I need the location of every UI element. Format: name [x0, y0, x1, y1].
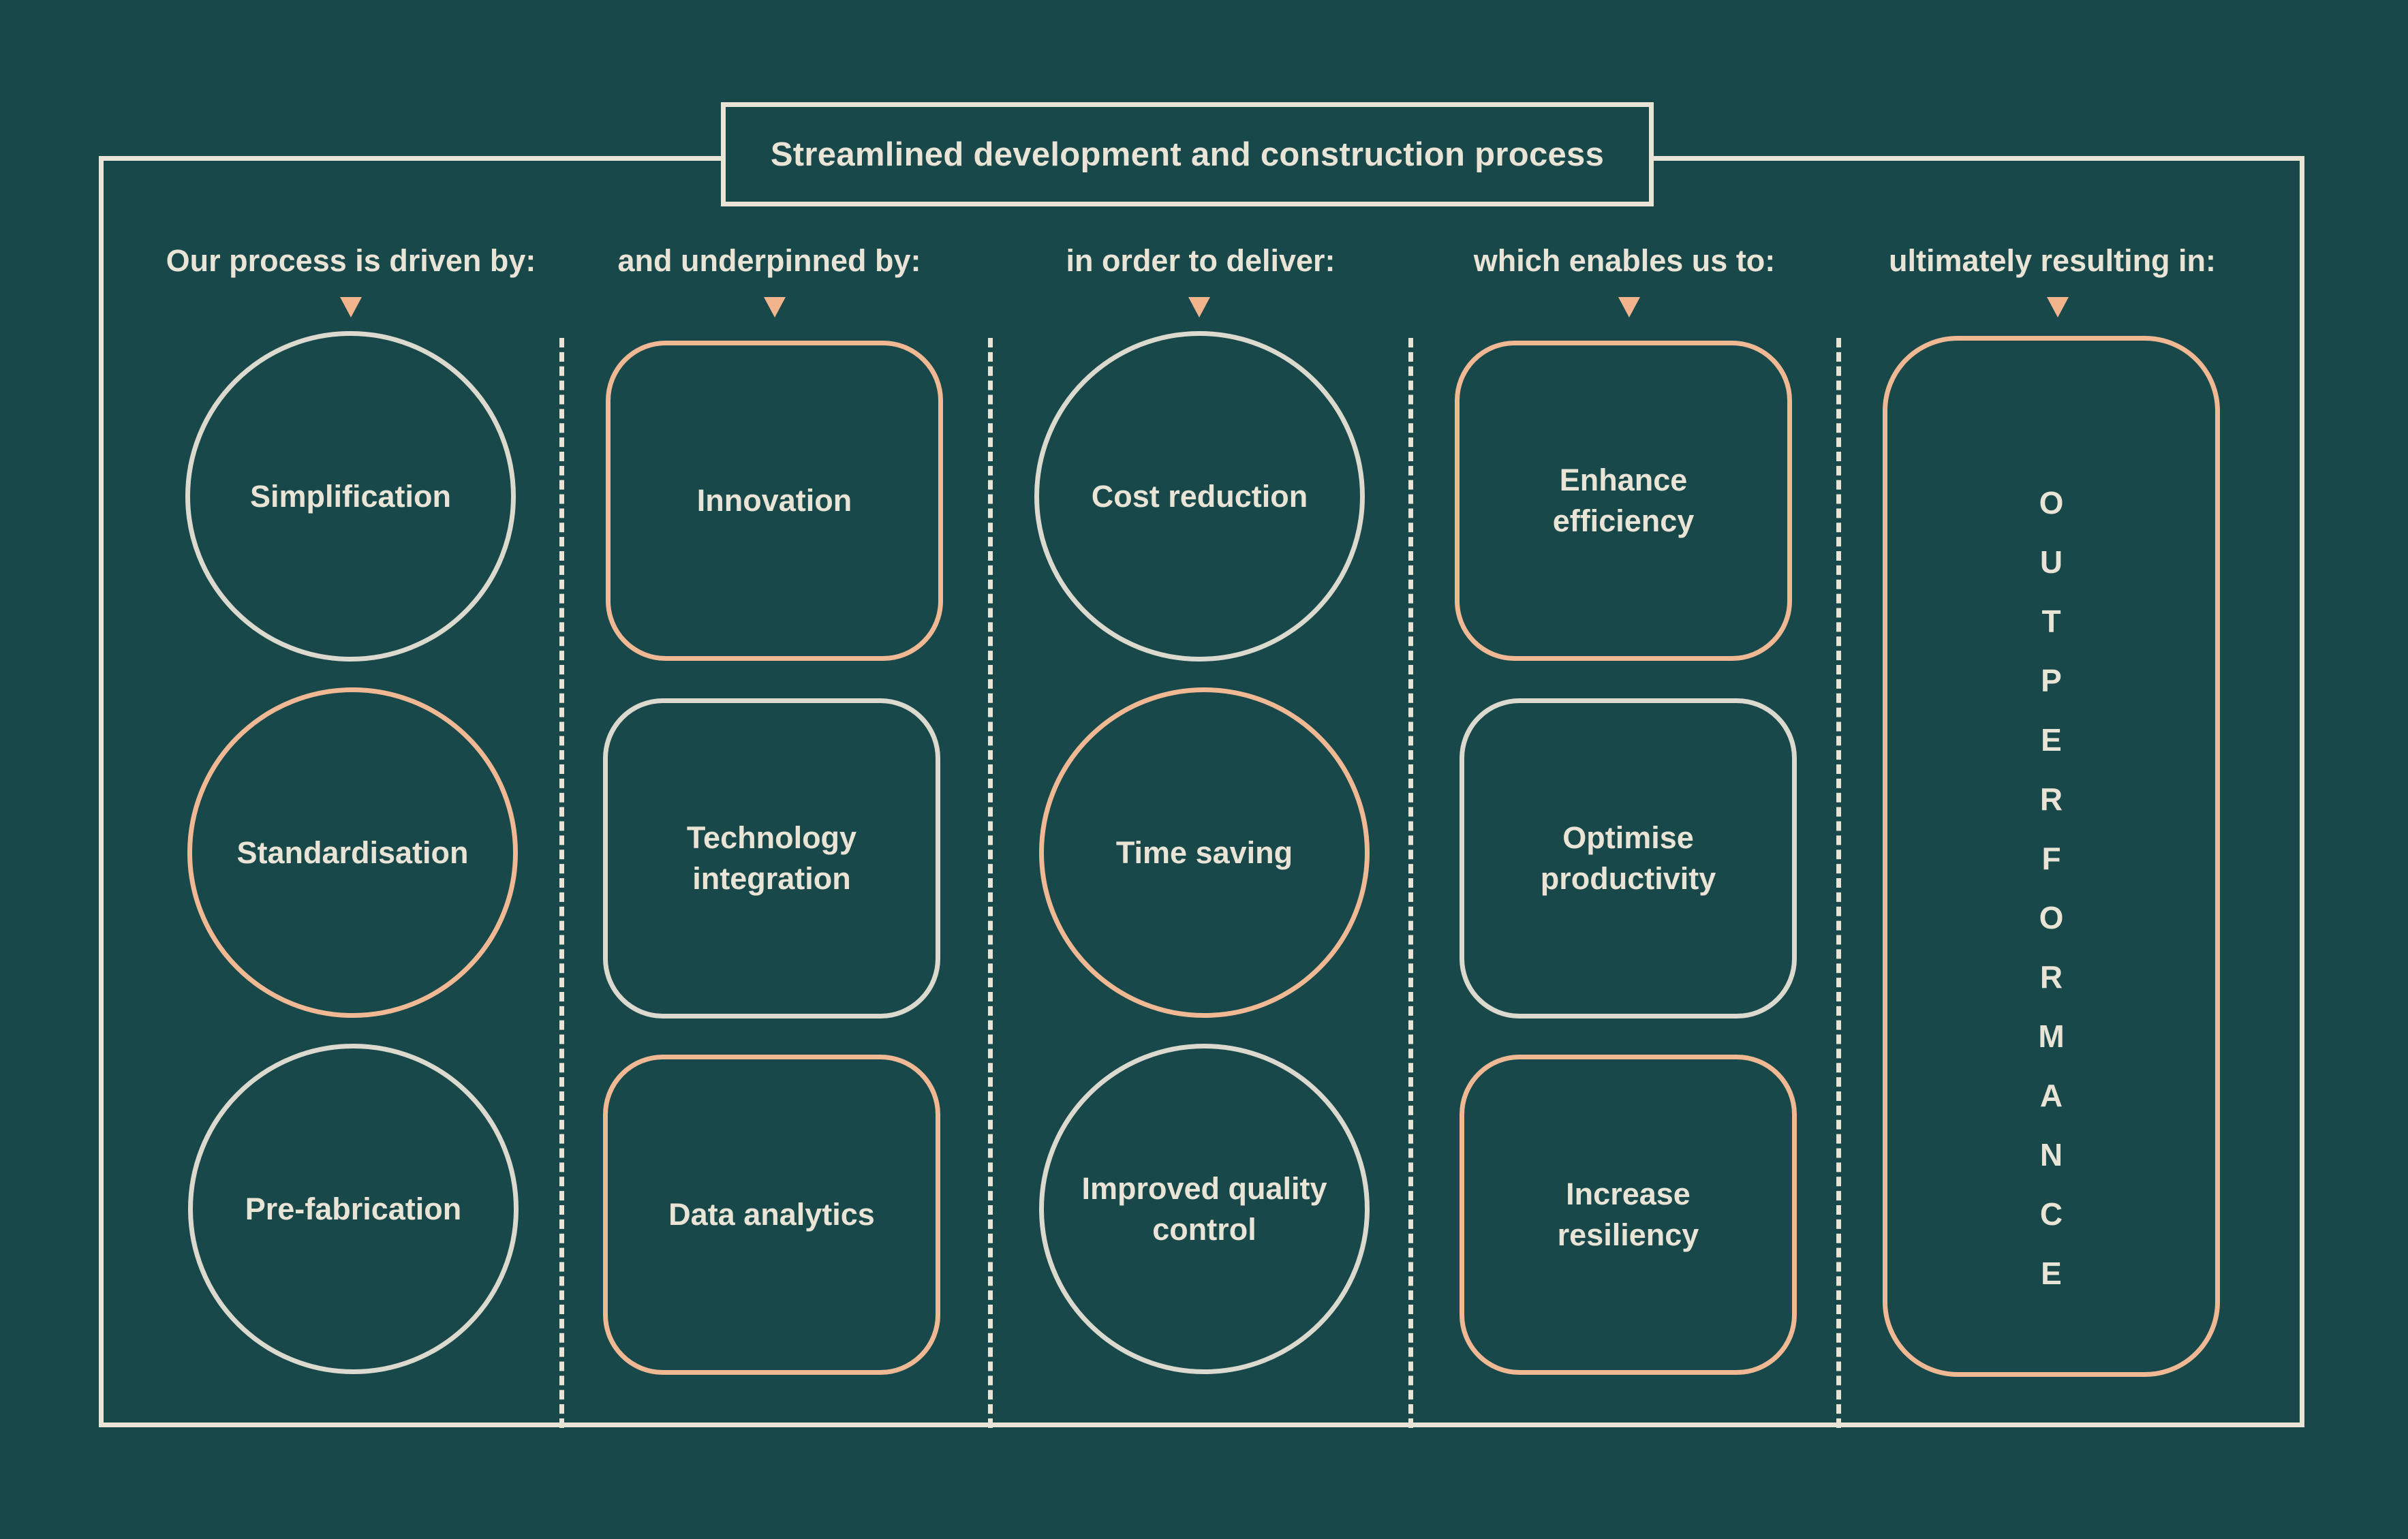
node-increase-resiliency: Increase resiliency	[1460, 1055, 1797, 1375]
outcome-letter: F	[2041, 841, 2061, 876]
column-divider	[1836, 338, 1841, 1428]
outcome-letter: M	[2038, 1019, 2065, 1054]
outcome-letter: O	[2039, 900, 2064, 935]
node-label: Simplification	[249, 478, 452, 514]
node-label: Time saving	[1115, 835, 1293, 870]
column-header-deliver: in order to deliver:	[1066, 243, 1336, 278]
node-label: Optimise productivity	[1540, 820, 1716, 896]
outcome-letter: R	[2039, 781, 2063, 817]
node-enhance-efficiency: Enhance efficiency	[1455, 341, 1792, 661]
node-optimise-productivity: Optimise productivity	[1460, 698, 1797, 1019]
node-cost-reduction: Cost reduction	[1034, 331, 1365, 662]
column-header-enables: which enables us to:	[1473, 243, 1776, 278]
column-header-resulting-in: ultimately resulting in:	[1888, 243, 2217, 278]
node-label: Technology integration	[686, 820, 857, 896]
node-improved-quality-control: Improved quality control	[1039, 1044, 1370, 1374]
node-label: Pre-fabrication	[245, 1191, 462, 1226]
node-label: Improved quality control	[1081, 1170, 1327, 1247]
node-label: Increase resiliency	[1557, 1177, 1699, 1252]
node-label: Data analytics	[668, 1197, 875, 1232]
node-technology-integration: Technology integration	[603, 698, 940, 1019]
column-divider	[559, 338, 564, 1428]
outcome-letter: T	[2041, 604, 2061, 639]
node-label: Cost reduction	[1091, 478, 1308, 514]
column-header-driven-by: Our process is driven by:	[166, 243, 536, 278]
node-time-saving: Time saving	[1039, 687, 1370, 1018]
down-arrow-icon	[340, 297, 362, 317]
outcome-letter: O	[2039, 485, 2064, 520]
outcome-letter: P	[2041, 663, 2062, 698]
column-header-underpinned-by: and underpinned by:	[617, 243, 921, 278]
column-divider	[1408, 338, 1413, 1428]
down-arrow-icon	[764, 297, 786, 317]
node-data-analytics: Data analytics	[603, 1055, 940, 1375]
node-innovation: Innovation	[606, 341, 943, 661]
column-divider	[988, 338, 993, 1428]
diagram-title: Streamlined development and construction…	[721, 102, 1654, 206]
outcome-letter: C	[2039, 1196, 2063, 1232]
outcome-letter: U	[2039, 544, 2063, 580]
node-label: Innovation	[696, 483, 852, 518]
outcome-letter: A	[2039, 1078, 2063, 1113]
down-arrow-icon	[1188, 297, 1210, 317]
outcome-letter: R	[2039, 959, 2063, 995]
outcome-letter: N	[2039, 1137, 2063, 1172]
node-simplification: Simplification	[185, 331, 516, 662]
diagram-title-text: Streamlined development and construction…	[770, 136, 1605, 173]
down-arrow-icon	[2047, 297, 2069, 317]
node-label: Standardisation	[236, 835, 469, 870]
node-pre-fabrication: Pre-fabrication	[188, 1044, 519, 1374]
node-standardisation: Standardisation	[187, 687, 518, 1018]
outcome-letter: E	[2041, 722, 2062, 758]
down-arrow-icon	[1618, 297, 1640, 317]
outcome-letter: E	[2041, 1256, 2062, 1291]
node-label: Enhance efficiency	[1552, 463, 1695, 538]
